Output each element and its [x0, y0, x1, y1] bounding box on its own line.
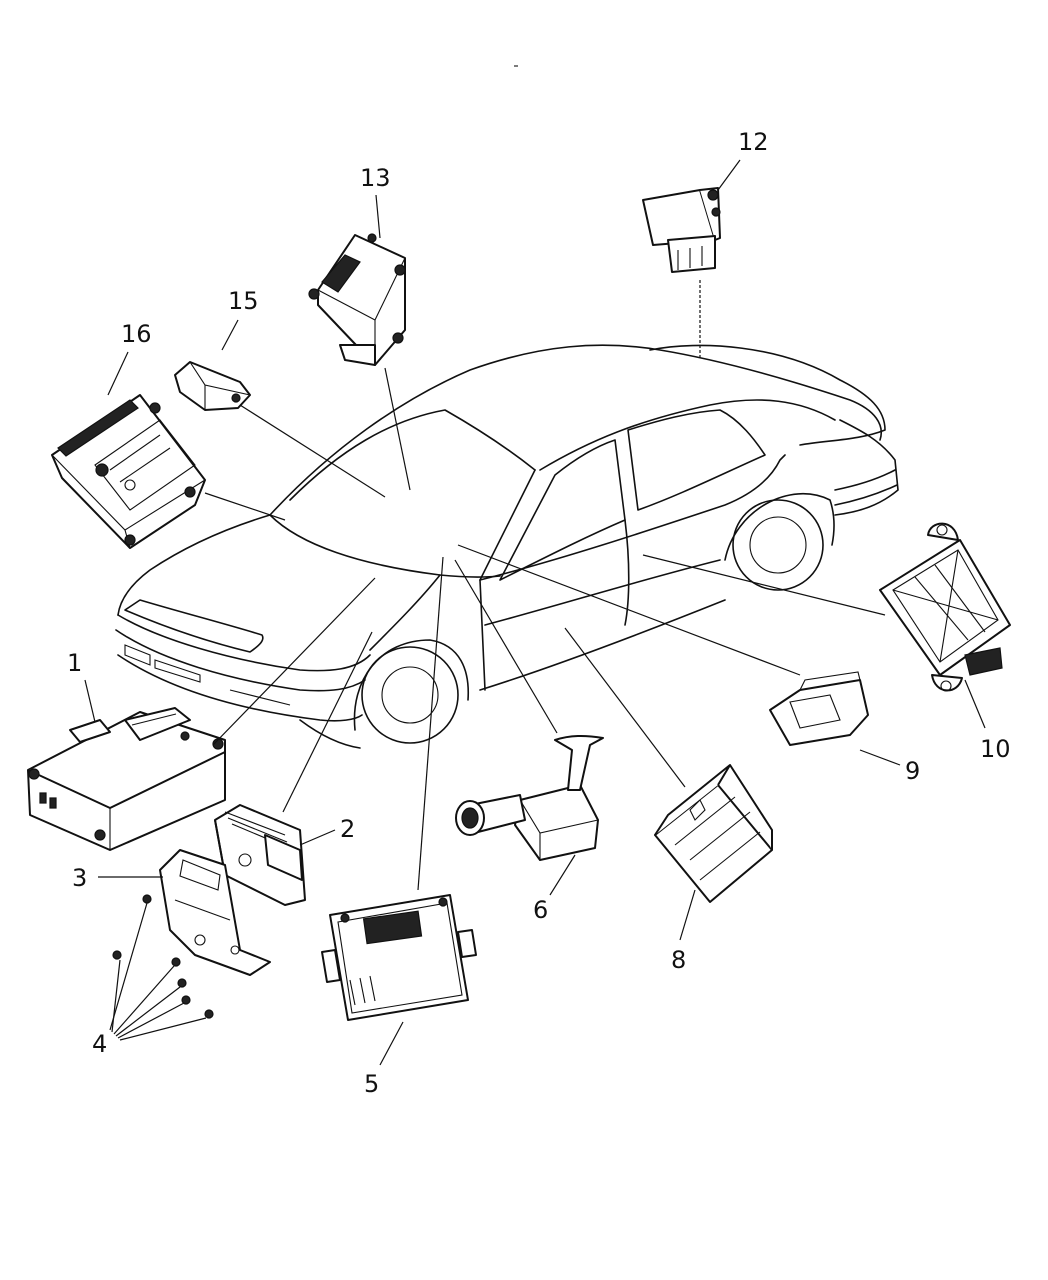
callout-15: 15 — [228, 287, 259, 315]
callout-4: 4 — [92, 1030, 107, 1058]
leader-lines — [84, 159, 986, 1066]
part-3-bracket — [159, 849, 271, 976]
part-4-fasteners — [112, 894, 214, 1019]
part-12-relay — [642, 187, 721, 273]
callout-12: 12 — [738, 128, 769, 156]
vehicle-outline — [115, 344, 899, 749]
part-9-switch — [769, 671, 869, 746]
part-10-module — [879, 522, 1011, 692]
callout-labels: 1 2 3 4 5 6 8 9 10 12 13 15 16 — [67, 128, 1011, 1098]
callout-2: 2 — [340, 815, 355, 843]
callout-16: 16 — [121, 320, 152, 348]
part-8-connector — [654, 764, 773, 903]
part-5-module — [321, 894, 477, 1021]
part-16-module — [51, 394, 206, 549]
callout-10: 10 — [980, 735, 1011, 763]
callout-8: 8 — [671, 946, 686, 974]
part-1-control-module — [27, 707, 226, 851]
part-15-module — [174, 361, 251, 411]
callout-5: 5 — [364, 1070, 379, 1098]
part-13-module — [308, 233, 406, 366]
callout-3: 3 — [72, 864, 87, 892]
callout-6: 6 — [533, 896, 548, 924]
callout-13: 13 — [360, 164, 391, 192]
part-6-sensor — [455, 734, 604, 861]
callout-9: 9 — [905, 757, 920, 785]
callout-1: 1 — [67, 649, 82, 677]
